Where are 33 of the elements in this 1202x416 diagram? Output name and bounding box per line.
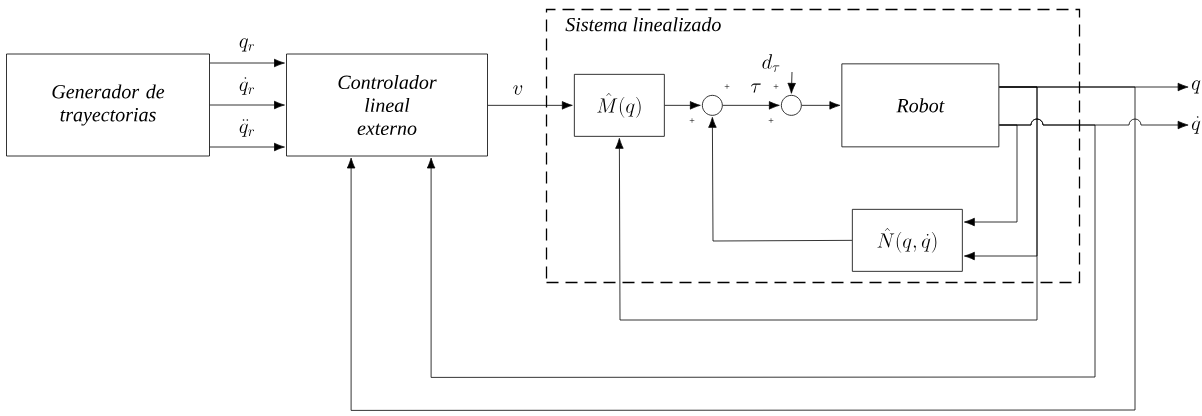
arrow: [722, 101, 780, 110]
arrow: [964, 124, 1018, 227]
sign-label: +: [773, 84, 779, 89]
arrow: [787, 71, 796, 94]
process-box: $\hat{N}(q,\dot{q})$: [851, 208, 963, 272]
sign-label: +: [689, 118, 695, 123]
edge-label: $\dot{q}_r$: [237, 76, 257, 96]
arrow: [346, 86, 1136, 411]
arrow: [426, 118, 1096, 378]
output-label: $\dot{q}$: [1191, 116, 1201, 134]
edge-label: $q_r$: [237, 37, 257, 53]
arrow: [708, 117, 853, 242]
summing-junction: [701, 94, 723, 116]
edge-label: $d_\tau$: [760, 53, 782, 73]
summing-junction: [780, 94, 802, 116]
arrow: [209, 58, 285, 68]
process-box: Generador de trayectorias: [6, 53, 210, 157]
arrow: [801, 101, 841, 110]
edge-label: $v$: [511, 84, 525, 96]
process-box: $\hat{M}(q)$: [573, 73, 665, 137]
edge-label: $\tau$: [749, 82, 763, 94]
arrow: [209, 100, 285, 110]
process-box: Robot: [841, 63, 1000, 148]
arrow: [487, 101, 573, 110]
sign-label: +: [768, 118, 774, 123]
group-title: Sistema linealizado: [565, 17, 721, 32]
arrow: [664, 101, 701, 110]
sign-label: +: [724, 84, 730, 89]
output-label: $q$: [1191, 80, 1201, 94]
arrow: [615, 86, 1038, 321]
process-box: Controlador lineal externo: [286, 53, 488, 157]
edge-label: $\ddot{q}_r$: [237, 118, 257, 138]
arrow: [209, 142, 285, 152]
